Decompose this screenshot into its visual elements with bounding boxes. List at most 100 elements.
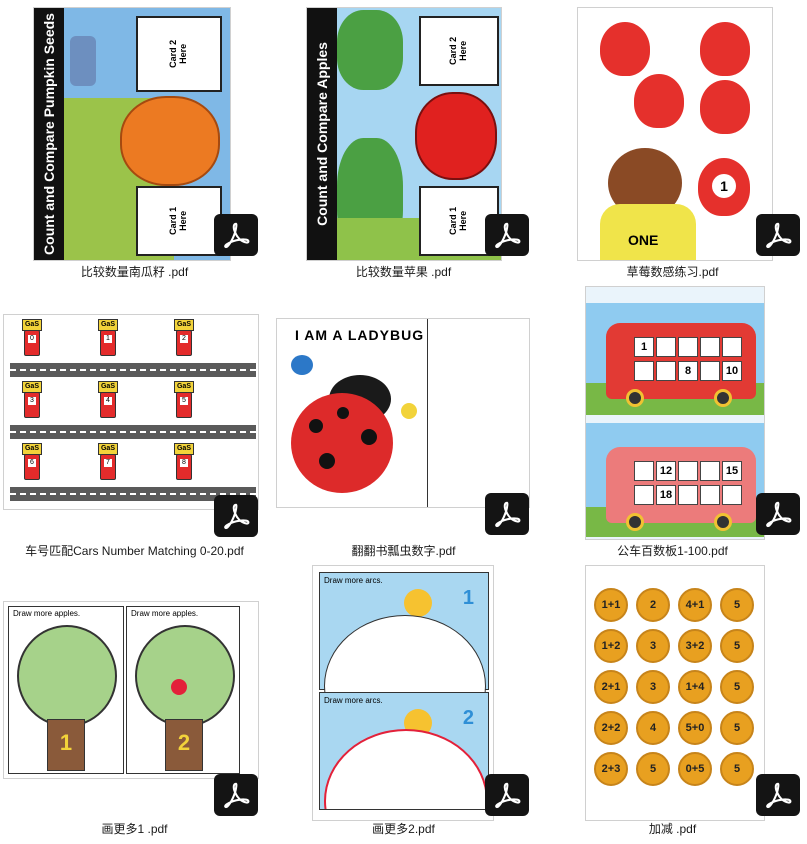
page-divider — [427, 319, 428, 507]
bus-number-cell: 12 — [656, 461, 676, 481]
file-tile-pumpkin[interactable]: Count and Compare Pumpkin Seeds Card 2 H… — [0, 0, 269, 281]
file-thumbnail[interactable]: Draw more arcs. 1 Draw more arcs. 2 — [313, 566, 493, 820]
worksheet-heading: Draw more arcs. — [324, 576, 383, 585]
math-coin: 5 — [720, 711, 754, 745]
math-coin: 5 — [720, 752, 754, 786]
file-thumbnail[interactable]: Count and Compare Pumpkin Seeds Card 2 H… — [34, 8, 230, 260]
file-name[interactable]: 比较数量苹果 .pdf — [355, 265, 452, 279]
worksheet-page: Draw more arcs. 2 — [319, 692, 489, 810]
bus-number-cell: 18 — [656, 485, 676, 505]
bus-number-cell — [656, 361, 676, 381]
file-name[interactable]: 草莓数感练习.pdf — [626, 265, 719, 279]
adobe-pdf-icon — [766, 501, 792, 528]
gas-pump-number: 4 — [104, 397, 112, 405]
math-coin: 5 — [720, 670, 754, 704]
arc-shape — [324, 729, 488, 809]
shirt-text: ONE — [628, 232, 659, 248]
tree-trunk-image: 2 — [165, 719, 203, 771]
math-coin: 3 — [636, 670, 670, 704]
road-strip — [10, 425, 256, 439]
file-thumbnail[interactable]: 1 8 10 12 15 18 — [586, 287, 764, 539]
adobe-pdf-icon — [224, 222, 250, 249]
math-coin: 2+3 — [594, 752, 628, 786]
bus-number-cell — [634, 461, 654, 481]
pdf-badge — [214, 495, 258, 537]
file-tile-apples[interactable]: Count and Compare Apples Card 2 Here Car… — [269, 0, 538, 281]
gas-pump-body: 4 — [100, 392, 116, 418]
gas-pump-body: 6 — [24, 454, 40, 480]
card-2-text: Card 2 Here — [168, 39, 188, 69]
bus-number-cell — [656, 337, 676, 357]
math-coin: 2+1 — [594, 670, 628, 704]
bus-number-cell: 10 — [722, 361, 742, 381]
worksheet-heading: Draw more apples. — [131, 609, 199, 618]
gas-pump-body: 7 — [100, 454, 116, 480]
thumbnail-title-band: Count and Compare Pumpkin Seeds — [34, 8, 64, 260]
gas-pump-body: 5 — [176, 392, 192, 418]
math-coin: 5 — [720, 588, 754, 622]
math-coin: 5+0 — [678, 711, 712, 745]
file-tile-draw-apples[interactable]: Draw more apples. 1 Draw more apples. 2 … — [0, 562, 269, 843]
file-name[interactable]: 比较数量南瓜籽 .pdf — [80, 265, 189, 279]
file-name[interactable]: 公车百数板1-100.pdf — [617, 544, 728, 558]
ladybug-spot — [361, 429, 377, 445]
bus-number-cell — [700, 461, 720, 481]
file-tile-strawberry[interactable]: 1 ONE 草莓数感练习.pdf — [538, 0, 807, 281]
pdf-badge — [485, 493, 529, 535]
file-name[interactable]: 加减 .pdf — [648, 822, 697, 836]
card-2-text: Card 2 Here — [448, 36, 468, 66]
pumpkin-image — [120, 96, 220, 186]
worksheet-number: 2 — [177, 730, 191, 755]
thumbnail-title: Count and Compare Apples — [314, 42, 330, 226]
gas-pump-number: 0 — [28, 335, 36, 343]
bus-image: 12 15 18 — [606, 447, 756, 531]
bus-wheel — [626, 389, 644, 407]
ladybug-spot — [337, 407, 349, 419]
bus-number-cell: 15 — [722, 461, 742, 481]
gas-pump-number: 8 — [180, 459, 188, 467]
strawberry-image — [600, 22, 650, 76]
blue-ladybug-image — [291, 355, 313, 375]
file-name[interactable]: 画更多2.pdf — [372, 822, 435, 836]
math-coin: 5 — [720, 629, 754, 663]
file-thumbnail[interactable]: Count and Compare Apples Card 2 Here Car… — [307, 8, 501, 260]
file-thumbnail[interactable]: Draw more apples. 1 Draw more apples. 2 — [4, 602, 258, 778]
file-name[interactable]: 车号匹配Cars Number Matching 0-20.pdf — [25, 544, 244, 558]
gas-pump-body: 0 — [24, 330, 40, 356]
strawberry-number-card: 1 — [698, 158, 750, 216]
road-strip — [10, 487, 256, 501]
bus-wheel — [714, 389, 732, 407]
bus-image: 1 8 10 — [606, 323, 756, 407]
math-coin: 2 — [636, 588, 670, 622]
gas-pump-number: 2 — [180, 335, 188, 343]
gas-pump-number: 3 — [28, 397, 36, 405]
worksheet-page: Draw more apples. 1 — [8, 606, 124, 774]
worksheet-heading: Draw more apples. — [13, 609, 81, 618]
thumbnail-title-band: Count and Compare Apples — [307, 8, 337, 260]
card-1-text: Card 1 Here — [168, 206, 188, 236]
adobe-pdf-icon — [766, 222, 792, 249]
file-tile-draw-arcs[interactable]: Draw more arcs. 1 Draw more arcs. 2 画更多2… — [269, 562, 538, 843]
strawberry-image — [700, 80, 750, 134]
file-thumbnail[interactable]: I AM A LADYBUG — [277, 319, 529, 507]
ladybug-spot — [309, 419, 323, 433]
bus-number-cell — [678, 337, 698, 357]
gas-pump-body: 1 — [100, 330, 116, 356]
bus-number-cell — [722, 485, 742, 505]
file-tile-ladybug[interactable]: I AM A LADYBUG 翻翻书瓢虫数字.pdf — [269, 281, 538, 562]
tree-top-image — [337, 10, 403, 90]
math-coin: 1+4 — [678, 670, 712, 704]
file-tile-bus[interactable]: 1 8 10 12 15 18 — [538, 281, 807, 562]
bus-number-cell — [700, 485, 720, 505]
file-name[interactable]: 画更多1 .pdf — [101, 822, 168, 836]
file-name[interactable]: 翻翻书瓢虫数字.pdf — [351, 544, 456, 558]
strawberry-image — [700, 22, 750, 76]
sun-image — [404, 589, 432, 617]
bus-wheel — [626, 513, 644, 531]
file-thumbnail[interactable]: 1 ONE — [578, 8, 772, 260]
worksheet-number: 2 — [462, 707, 474, 729]
